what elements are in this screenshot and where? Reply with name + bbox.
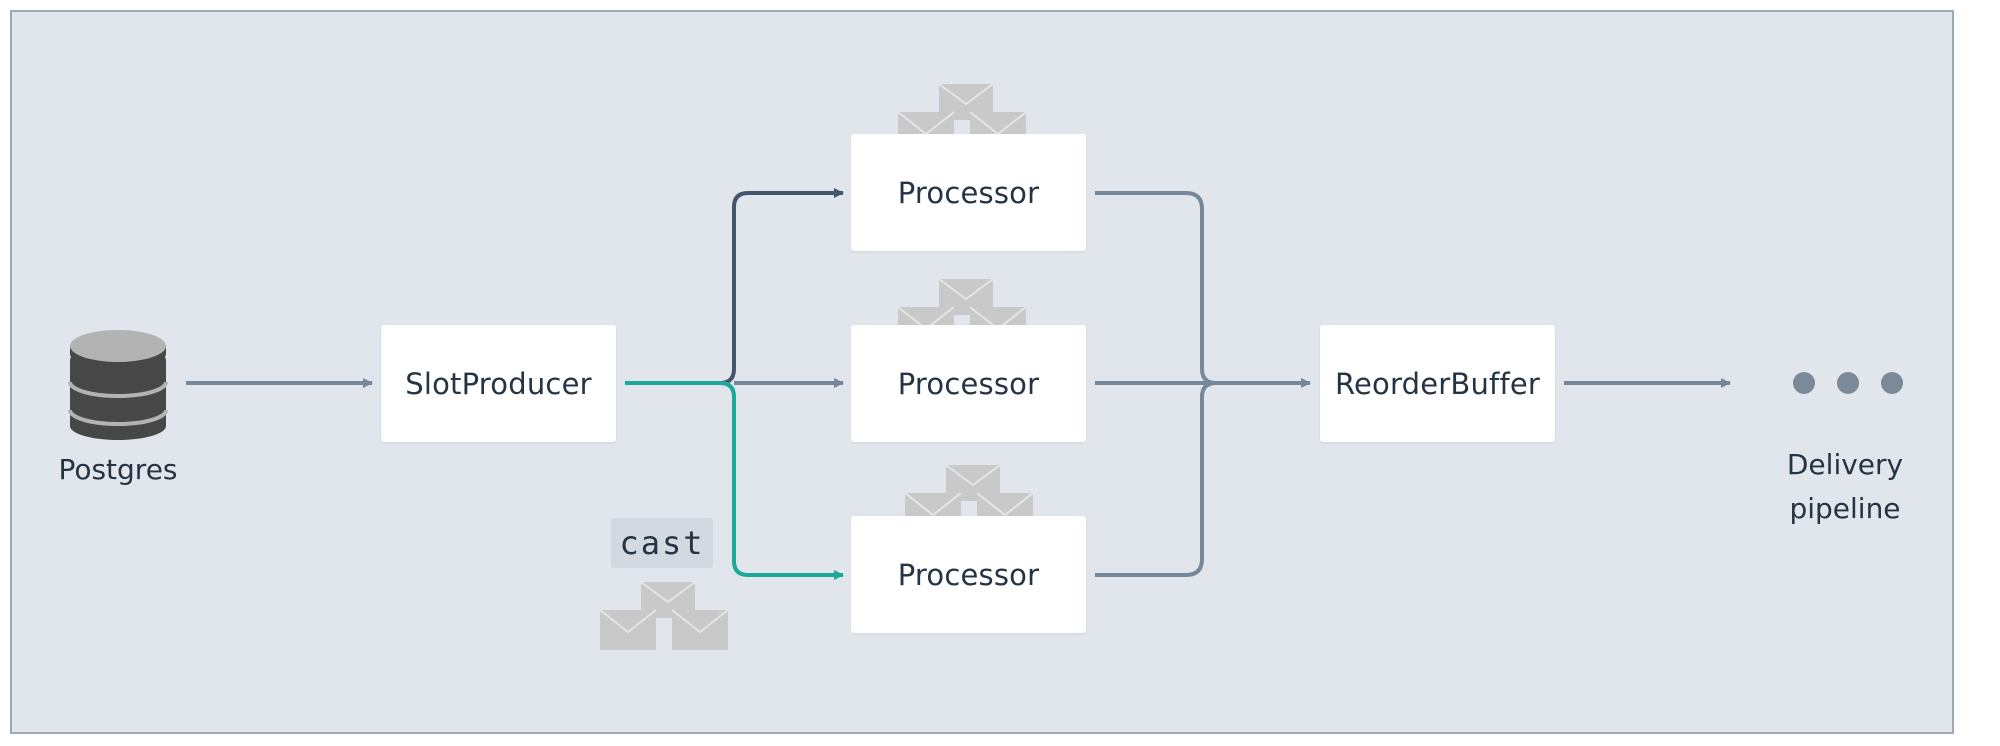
ellipsis-dot xyxy=(1793,372,1815,394)
ellipsis-dot xyxy=(1881,372,1903,394)
processor-node-2: Processor xyxy=(851,325,1086,442)
delivery-label: Delivery pipeline xyxy=(1765,443,1925,531)
database-icon xyxy=(68,330,168,440)
arrow-producer-to-processor-3 xyxy=(625,381,844,580)
source-label: Postgres xyxy=(58,453,178,486)
ellipsis-dot xyxy=(1837,372,1859,394)
arrow-processor-3-to-buffer xyxy=(1095,381,1217,577)
processor-node-3: Processor xyxy=(851,516,1086,633)
delivery-label-line-2: pipeline xyxy=(1789,492,1901,525)
reorder-buffer-node: ReorderBuffer xyxy=(1320,325,1555,442)
arrow-processor-1-to-buffer xyxy=(1095,191,1217,385)
cast-label: cast xyxy=(611,518,713,568)
envelope-stack-icon xyxy=(599,581,729,650)
delivery-label-line-1: Delivery xyxy=(1786,448,1904,481)
processor-node-1: Processor xyxy=(851,134,1086,251)
arrow-producer-to-processor-1 xyxy=(719,188,844,385)
slot-producer-node: SlotProducer xyxy=(381,325,616,442)
